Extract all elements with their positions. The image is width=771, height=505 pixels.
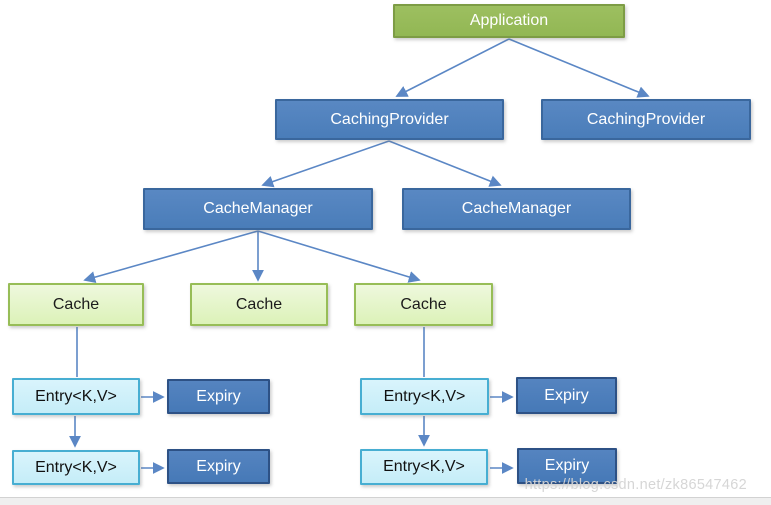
node-cache-3: Cache — [354, 283, 493, 326]
connector-caching-provider-1-to-cache-manager-2 — [388, 140, 502, 187]
node-entry-1-left: Entry<K,V> — [12, 378, 140, 415]
node-cache-manager-2: CacheManager — [402, 188, 631, 230]
node-entry-1-right: Entry<K,V> — [360, 378, 489, 415]
node-cache-1: Cache — [8, 283, 144, 326]
connector-application-to-caching-provider-2 — [508, 38, 650, 98]
node-cache-manager-1: CacheManager — [143, 188, 373, 230]
node-cache-2: Cache — [190, 283, 328, 326]
node-expiry-2-right: Expiry — [517, 448, 617, 484]
connector-application-to-caching-provider-1 — [395, 38, 510, 97]
connector-cache-manager-1-to-cache-1 — [83, 230, 259, 283]
connector-cache-manager-1-to-cache-3 — [257, 230, 421, 283]
node-caching-provider-2: CachingProvider — [541, 99, 751, 140]
watermark-text: https://blog.csdn.net/zk86547462 — [524, 477, 747, 493]
node-entry-2-left: Entry<K,V> — [12, 450, 140, 485]
node-expiry-1-left: Expiry — [167, 379, 270, 414]
node-application: Application — [393, 4, 625, 38]
node-expiry-2-left: Expiry — [167, 449, 270, 484]
node-expiry-1-right: Expiry — [516, 377, 617, 414]
bottom-scroll-strip — [0, 497, 771, 505]
connector-caching-provider-1-to-cache-manager-1 — [261, 140, 390, 188]
node-entry-2-right: Entry<K,V> — [360, 449, 488, 485]
node-caching-provider-1: CachingProvider — [275, 99, 504, 140]
